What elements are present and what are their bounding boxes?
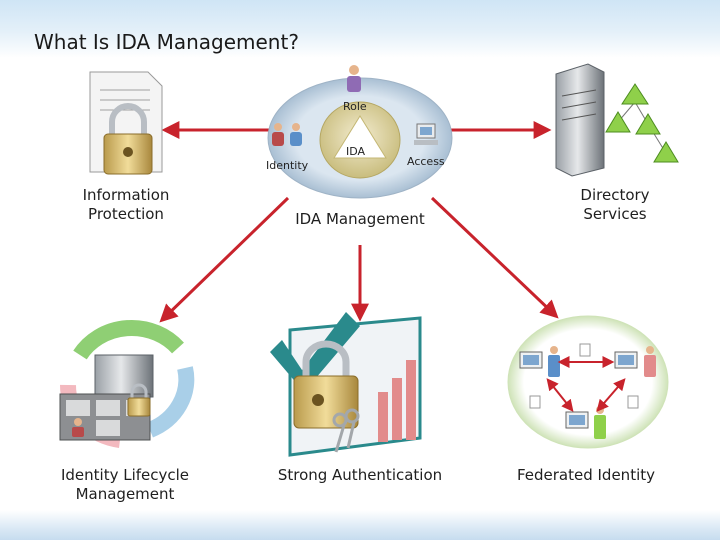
document-icon: [529, 395, 541, 409]
strong-authentication-label: Strong Authentication: [277, 466, 443, 484]
federated-network-icon: [507, 315, 669, 449]
information-protection-label: Information Protection: [82, 186, 170, 223]
lifecycle-cycle-icon: [59, 319, 195, 448]
identity-lifecycle-label: Identity Lifecycle Management: [60, 466, 190, 503]
role-person-icon: [347, 65, 361, 92]
ida-ring-graphic: [267, 65, 453, 199]
arrow-to-federated-identity: [430, 196, 559, 319]
role-label: Role: [343, 100, 367, 113]
directory-server-icon: [555, 63, 679, 177]
arrow-to-identity-lifecycle: [159, 196, 290, 323]
computer-icon: [614, 346, 656, 377]
connector-arrows: [159, 121, 559, 323]
person-icon: [72, 418, 84, 437]
slide-title: What Is IDA Management?: [34, 30, 299, 54]
identity-people-icon: [272, 123, 302, 146]
access-label: Access: [407, 155, 445, 168]
keys-icon: [332, 408, 360, 453]
access-computer-icon: [414, 123, 438, 145]
computer-icon: [519, 346, 560, 377]
directory-services-label: Directory Services: [580, 186, 650, 223]
footer-band: [0, 510, 720, 540]
document-lock-icon: [89, 71, 163, 175]
document-icon: [627, 395, 639, 409]
authentication-lock-chart-icon: [270, 312, 422, 457]
title-bar: [0, 0, 720, 58]
ida-management-caption: IDA Management: [295, 210, 425, 228]
federated-identity-label: Federated Identity: [516, 466, 656, 484]
identity-label: Identity: [266, 159, 309, 172]
document-icon: [579, 343, 591, 357]
ida-label: IDA: [346, 145, 366, 158]
